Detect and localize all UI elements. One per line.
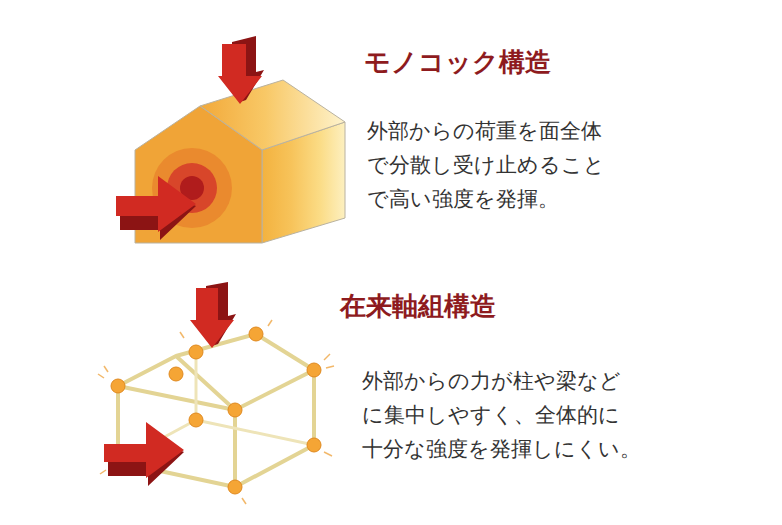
load-arrow [218,36,264,104]
structure-title: 在来軸組構造 [340,290,496,322]
load-arrow [190,282,236,348]
stress-marks [98,320,334,504]
description: 外部からの荷重を面全体 で分散し受け止めること で高い強度を発揮。 [367,114,629,216]
load-arrow [104,422,184,486]
load-arrow [116,176,196,240]
structure-title: モノコック構造 [364,46,551,78]
description: 外部からの力が柱や梁など に集中しやすく、全体的に 十分な強度を発揮しにくい。 [362,364,652,466]
